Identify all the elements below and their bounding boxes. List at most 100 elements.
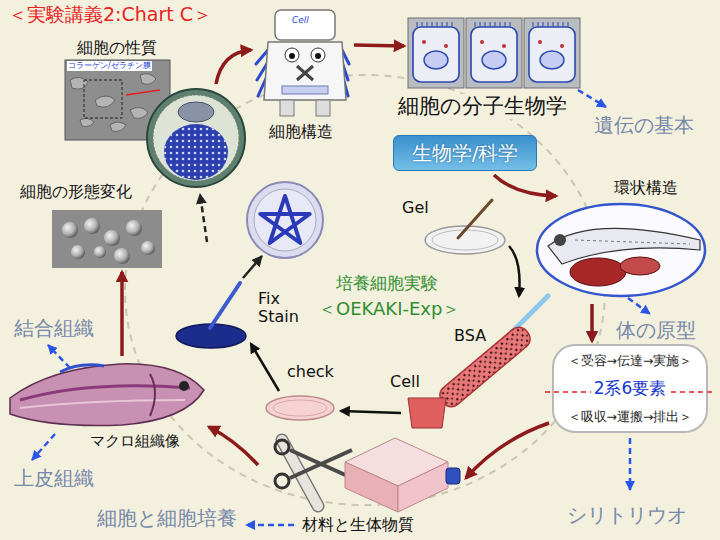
node-label: 細胞構造 <box>267 122 335 141</box>
system-box-shape <box>545 345 712 432</box>
epithelial-cells-illustration-part-part <box>502 44 506 48</box>
annotation-arrow-part <box>578 90 606 107</box>
fish-embryo-illustration <box>537 204 705 296</box>
step-label: check <box>285 362 336 381</box>
epithelial-cells-illustration-part <box>524 18 580 88</box>
topic-label: 上皮組織 <box>12 466 96 490</box>
materials-node: 材料と生体物質 <box>262 432 462 515</box>
fish-embryo-illustration-part <box>570 258 626 286</box>
gel-dish-node: Gel <box>425 225 505 255</box>
bone-scissors-illustration <box>275 440 352 506</box>
robot-cell-illustration-part <box>285 48 299 62</box>
cells-node: 細胞の分子生物学 <box>408 18 582 88</box>
check-dish-illustration-part <box>273 400 327 416</box>
epithelial-cells-illustration-part <box>408 18 464 88</box>
annotation-arrow-part <box>246 524 294 527</box>
robot-cell-illustration-part <box>297 66 313 80</box>
topic-label: 細胞と細胞培養 <box>95 506 239 530</box>
fish-embryo-illustration-part <box>575 240 690 244</box>
annotation-arrow-part <box>629 438 632 490</box>
annotation-arrow-part <box>32 434 55 460</box>
robot-cell-illustration-part <box>275 10 335 40</box>
cell-tube-illustration-part <box>408 398 446 428</box>
fish-embryo-illustration-part <box>548 228 700 264</box>
node-label: 環状構造 <box>612 178 680 197</box>
photo-caption: コラーゲン/ゼラチン膜 <box>67 61 152 71</box>
embryo-node: 細胞の性質 <box>146 88 246 188</box>
embryo-illustration <box>147 89 245 187</box>
flow-arrow <box>466 423 549 478</box>
robot-cell-illustration <box>256 10 349 116</box>
topic-label: 結合組織 <box>12 316 96 340</box>
epithelial-cells-illustration <box>408 18 580 88</box>
node-label: 細胞の形態変化 <box>18 182 134 201</box>
system-box: ＜受容→伝達→実施＞2系6要素＜吸収→運搬→排出＞ <box>553 345 707 432</box>
topic-label: 遺伝の基本 <box>592 113 696 137</box>
check-dish-illustration-part <box>266 396 334 420</box>
star-dish-illustration <box>247 182 323 258</box>
flow-arrow <box>120 272 124 356</box>
node-label: 材料と生体物質 <box>300 515 416 534</box>
fish-tissue-illustration-part <box>20 400 185 408</box>
culture-flask-illustration-part <box>398 462 448 512</box>
cycle-arrow-part <box>200 194 207 242</box>
epithelial-cells-illustration-part-part <box>475 22 510 27</box>
cell-shape-node: 細胞の形態変化 <box>52 210 162 268</box>
robot-cell-illustration-part <box>311 48 325 62</box>
chart-title: ＜実験講義2:Chart C＞ <box>6 3 214 26</box>
fish-tissue-illustration-part <box>20 386 190 400</box>
cell-shape-photo-part <box>62 222 78 238</box>
cycle-ring <box>125 75 605 505</box>
center-title: 培養細胞実験 <box>334 273 440 293</box>
flow-arrow <box>216 50 251 84</box>
stain-dish-illustration <box>176 283 246 348</box>
epithelial-cells-illustration-part-part <box>482 51 506 69</box>
system-box-shape-part <box>553 345 707 432</box>
epithelial-cells-illustration-part-part <box>480 40 484 44</box>
check-dish-illustration <box>266 396 334 420</box>
robot-cell-illustration-part <box>264 42 346 100</box>
cell-photo-part <box>84 80 122 118</box>
fix-dish-node: Fix Stain <box>175 322 247 350</box>
flow-arrow <box>494 175 556 196</box>
cell-shape-photo <box>52 210 162 268</box>
robot-cell-illustration-part <box>289 53 295 59</box>
annotation-arrow-part <box>628 298 650 314</box>
flow-line: ＜吸収→運搬→排出＞ <box>568 409 693 424</box>
cell-shape-photo-part <box>104 230 120 246</box>
bone-scissors-illustration-part <box>290 450 352 478</box>
cell-shape-photo-part <box>84 218 100 234</box>
center-subtitle: ＜OEKAKI-Exp＞ <box>316 298 462 320</box>
stain-dish-illustration-part <box>210 283 240 328</box>
culture-flask-illustration-part <box>446 468 460 484</box>
step-label: Cell <box>388 372 422 391</box>
embryo-illustration-part <box>164 124 228 180</box>
fish-embryo-illustration-part <box>554 234 566 246</box>
cell-shape-photo-part <box>52 210 162 268</box>
embryo-illustration-part <box>178 102 214 122</box>
bone-scissors-illustration-part <box>275 440 289 454</box>
epithelial-cells-illustration-part-part <box>417 22 452 27</box>
epithelial-cells-illustration-part-part <box>471 27 517 82</box>
epithelial-cells-illustration-part-part <box>560 44 564 48</box>
epithelial-cells-illustration-part-part <box>466 18 522 88</box>
fish-tissue-illustration-part <box>10 364 204 426</box>
node-label: マクロ組織像 <box>88 432 182 450</box>
cell-photo-part <box>70 74 156 132</box>
cycle-arrow <box>200 194 262 278</box>
culture-flask-illustration-part <box>345 462 398 512</box>
step-label: BSA <box>452 326 488 345</box>
fish-embryo-illustration-part <box>620 257 660 275</box>
fish-tissue-illustration-part <box>150 374 155 416</box>
epithelial-cells-illustration-part-part <box>529 27 575 82</box>
fish-tissue-illustration-part <box>179 381 189 391</box>
cell-shape-photo-part <box>71 245 85 259</box>
epithelial-cells-illustration-part-part <box>422 40 426 44</box>
step-label: Gel <box>400 198 431 217</box>
robot-cell-illustration-part <box>316 100 330 116</box>
topic-box: 生物学/科学 <box>393 135 537 171</box>
node-label: 細胞の性質 <box>75 38 159 57</box>
epithelial-cells-illustration-part-part <box>444 44 448 48</box>
